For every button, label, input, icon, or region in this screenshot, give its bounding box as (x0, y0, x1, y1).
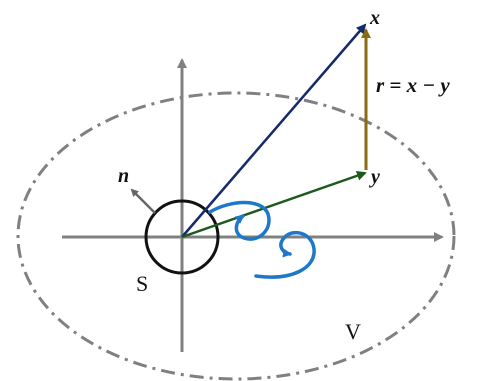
label-v: V (345, 319, 361, 344)
label-s: S (136, 271, 148, 296)
label-r-equation: r = x − y (376, 73, 450, 97)
swirl-lower (254, 230, 316, 279)
label-n: n (118, 165, 129, 187)
normal-vector-arrow (130, 188, 156, 214)
swirl-upper (208, 200, 271, 241)
label-x: x (369, 7, 380, 29)
vector-x-arrow (181, 23, 367, 238)
vector-y-arrow (181, 170, 367, 239)
domain-boundary (16, 91, 456, 381)
surface-circle (144, 199, 220, 275)
label-y: y (369, 166, 380, 188)
